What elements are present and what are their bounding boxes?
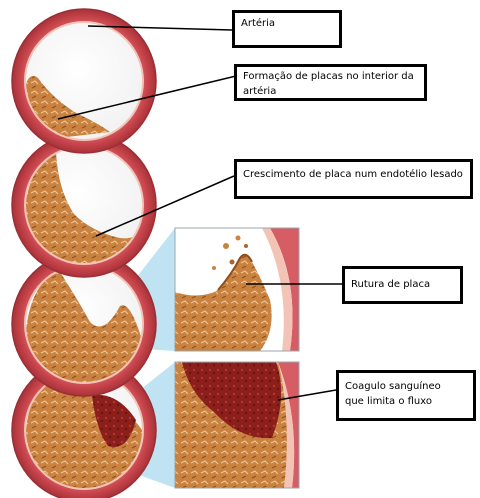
label-arteria-text: Artéria xyxy=(241,18,275,29)
label-crescimento-placa: Crescimento de placa num endotélio lesad… xyxy=(234,159,473,199)
label-formacao-text: Formação de placas no interior da artéri… xyxy=(243,71,414,97)
label-rutura-placa: Rutura de placa xyxy=(342,266,463,304)
zoom-panel-clot xyxy=(175,362,310,488)
label-formacao-placas: Formação de placas no interior da artéri… xyxy=(234,64,427,101)
label-arteria: Artéria xyxy=(232,10,342,48)
label-crescimento-text: Crescimento de placa num endotélio lesad… xyxy=(243,169,463,180)
label-coagulo: Coagulo sanguíneo que limita o fluxo xyxy=(336,370,476,421)
artery-section-1 xyxy=(12,9,156,153)
label-coagulo-text: Coagulo sanguíneo que limita o fluxo xyxy=(345,381,441,407)
zoom-panel-rupture xyxy=(175,228,310,351)
artery-section-2 xyxy=(12,133,156,277)
label-rutura-text: Rutura de placa xyxy=(351,279,430,290)
